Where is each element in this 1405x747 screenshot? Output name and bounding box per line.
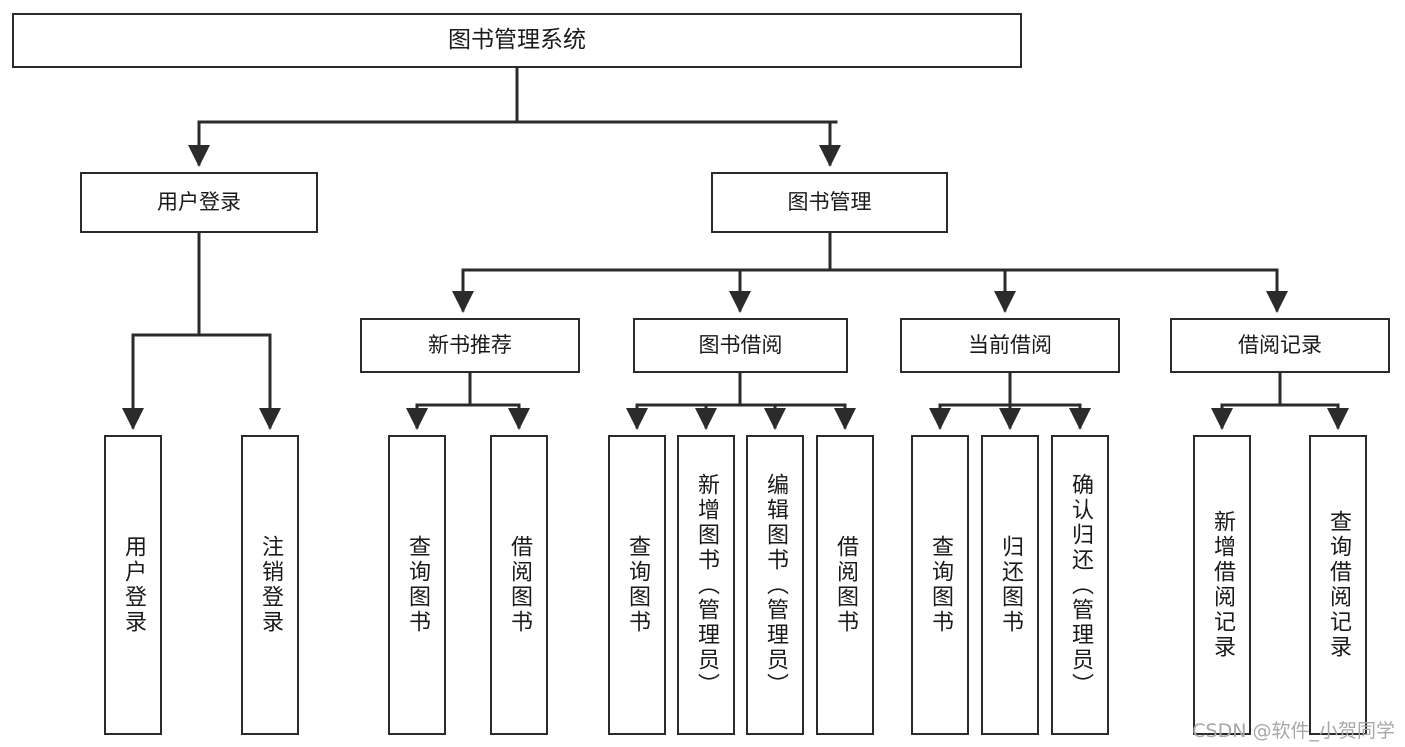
leaf-record-query-record[interactable]: 查询借阅记录 — [1309, 435, 1367, 735]
node-label: 当前借阅 — [968, 333, 1052, 358]
node-label: 借阅记录 — [1238, 333, 1322, 358]
node-label: 查询图书 — [625, 535, 650, 635]
node-label: 借阅图书 — [833, 535, 858, 635]
leaf-current-confirm-return[interactable]: 确认归还（管理员） — [1051, 435, 1109, 735]
node-label: 用户登录 — [157, 190, 241, 215]
leaf-borrow-add-book[interactable]: 新增图书（管理员） — [677, 435, 735, 735]
node-borrow-record[interactable]: 借阅记录 — [1170, 318, 1390, 373]
leaf-record-add-record[interactable]: 新增借阅记录 — [1193, 435, 1251, 735]
node-book-borrow[interactable]: 图书借阅 — [633, 318, 848, 373]
leaf-borrow-query-book[interactable]: 查询图书 — [608, 435, 666, 735]
node-label: 借阅图书 — [507, 535, 532, 635]
leaf-user-logout[interactable]: 注销登录 — [241, 435, 299, 735]
node-label: 确认归还（管理员） — [1068, 472, 1093, 698]
node-label: 查询借阅记录 — [1326, 510, 1351, 660]
node-label: 用户登录 — [121, 535, 146, 635]
node-current-borrow[interactable]: 当前借阅 — [900, 318, 1120, 373]
node-label: 新书推荐 — [428, 333, 512, 358]
watermark-text: CSDN @软件_小贺同学 — [1192, 720, 1395, 742]
leaf-recommend-borrow-book[interactable]: 借阅图书 — [490, 435, 548, 735]
node-label: 新增图书（管理员） — [694, 472, 719, 698]
leaf-current-query-book[interactable]: 查询图书 — [911, 435, 969, 735]
leaf-borrow-borrow-book[interactable]: 借阅图书 — [816, 435, 874, 735]
node-new-book-recommend[interactable]: 新书推荐 — [360, 318, 580, 373]
node-label: 图书管理 — [787, 190, 872, 215]
node-root-system[interactable]: 图书管理系统 — [12, 13, 1022, 68]
node-label: 查询图书 — [928, 535, 953, 635]
node-label: 图书借阅 — [698, 333, 783, 358]
leaf-current-return-book[interactable]: 归还图书 — [981, 435, 1039, 735]
leaf-user-login[interactable]: 用户登录 — [104, 435, 162, 735]
leaf-borrow-edit-book[interactable]: 编辑图书（管理员） — [746, 435, 804, 735]
leaf-recommend-query-book[interactable]: 查询图书 — [388, 435, 446, 735]
node-label: 新增借阅记录 — [1210, 510, 1235, 660]
node-label: 编辑图书（管理员） — [763, 472, 788, 698]
node-label: 查询图书 — [405, 535, 430, 635]
node-book-management[interactable]: 图书管理 — [711, 172, 948, 233]
node-user-login[interactable]: 用户登录 — [80, 172, 318, 233]
node-label: 归还图书 — [998, 535, 1023, 635]
node-label: 注销登录 — [258, 535, 283, 635]
node-label: 图书管理系统 — [448, 26, 586, 53]
